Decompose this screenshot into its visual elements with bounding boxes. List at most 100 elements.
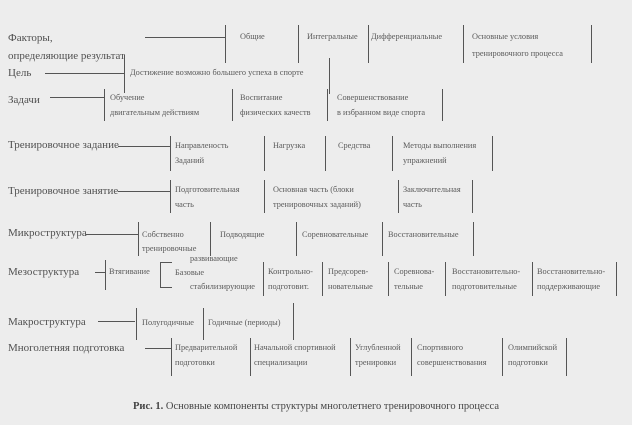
- divider: [171, 338, 172, 376]
- connector-line: [95, 272, 105, 273]
- divider: [322, 262, 323, 296]
- item: Углубленной: [355, 343, 401, 352]
- row-label: Макроструктура: [8, 316, 86, 328]
- item: часть: [403, 200, 422, 209]
- item: физических качеств: [240, 108, 311, 117]
- item: Соревновательные: [302, 230, 369, 239]
- divider: [392, 136, 393, 171]
- row-label: определяющие результат: [8, 50, 125, 62]
- item: Подводящие: [220, 230, 265, 239]
- divider: [264, 180, 265, 213]
- item: тренировочные: [142, 244, 197, 253]
- figure-caption: Рис. 1. Основные компоненты структуры мн…: [0, 401, 632, 412]
- divider: [105, 260, 106, 290]
- divider: [293, 303, 294, 340]
- divider: [350, 338, 351, 376]
- item: Спортивного: [417, 343, 464, 352]
- divider: [616, 262, 617, 296]
- divider: [263, 262, 264, 296]
- bracket: [160, 287, 172, 288]
- divider: [398, 180, 399, 213]
- item: Годичные (периоды): [208, 318, 281, 327]
- divider: [472, 180, 473, 213]
- caption-text: Основные компоненты структуры многолетне…: [165, 401, 499, 412]
- item: Средства: [338, 141, 371, 150]
- item: Общие: [240, 32, 265, 41]
- divider: [232, 89, 233, 121]
- connector-line: [118, 146, 170, 147]
- item: Восстановительные: [388, 230, 459, 239]
- item: двигательным действиям: [110, 108, 200, 117]
- item: тренировочных заданий): [273, 200, 361, 209]
- item: Заключительная: [403, 185, 461, 194]
- divider: [264, 136, 265, 171]
- row-label: Задачи: [8, 94, 40, 106]
- item: Подготовительная: [175, 185, 240, 194]
- divider: [492, 136, 493, 171]
- connector-line: [145, 348, 171, 349]
- connector-line: [50, 97, 104, 98]
- item: Заданий: [175, 156, 205, 165]
- item: Методы выполнения: [403, 141, 477, 150]
- item: Соревнова-: [394, 267, 435, 276]
- item: Предварительной: [175, 343, 238, 352]
- divider: [532, 262, 533, 296]
- item: Основные условия: [472, 32, 539, 41]
- divider: [203, 308, 204, 340]
- divider: [368, 25, 369, 63]
- divider: [591, 25, 592, 63]
- divider: [104, 89, 105, 121]
- item: тельные: [394, 282, 423, 291]
- connector-line: [98, 321, 135, 322]
- divider: [327, 89, 328, 121]
- item: тренировочного процесса: [472, 49, 563, 58]
- item: Втягивание: [109, 267, 150, 276]
- divider: [136, 308, 137, 340]
- item: развивающие: [190, 254, 238, 263]
- divider: [225, 25, 226, 63]
- row-label: Мезоструктура: [8, 266, 80, 278]
- row-label: Микроструктура: [8, 227, 87, 239]
- row-label: Тренировочное занятие: [8, 185, 119, 197]
- item: Направленость: [175, 141, 229, 150]
- item: Нагрузка: [273, 141, 306, 150]
- divider: [138, 222, 139, 256]
- connector-line: [145, 37, 225, 38]
- row-label: Цель: [8, 67, 32, 79]
- item: совершенствования: [417, 358, 487, 367]
- item: Интегральные: [307, 32, 358, 41]
- item: Олимпийской: [508, 343, 558, 352]
- item: новательные: [328, 282, 373, 291]
- item: Предсорев-: [328, 267, 369, 276]
- item: Достижение возможно большего успеха в сп…: [130, 68, 304, 77]
- divider: [329, 58, 330, 94]
- item: Восстановительно-: [537, 267, 606, 276]
- item: Базовые: [175, 268, 204, 277]
- item: тренировки: [355, 358, 397, 367]
- item: упражнений: [403, 156, 447, 165]
- divider: [325, 136, 326, 171]
- divider: [170, 136, 171, 171]
- divider: [382, 222, 383, 256]
- divider: [124, 55, 125, 93]
- item: Полугодичные: [142, 318, 194, 327]
- item: часть: [175, 200, 194, 209]
- item: Начальной спортивной: [254, 343, 336, 352]
- divider: [170, 180, 171, 213]
- item: подготовит.: [268, 282, 309, 291]
- item: подготовки: [508, 358, 548, 367]
- item: Дифференциальные: [371, 32, 443, 41]
- item: поддерживающие: [537, 282, 600, 291]
- connector-line: [86, 234, 138, 235]
- item: стабилизирующие: [190, 282, 255, 291]
- connector-line: [45, 73, 125, 74]
- bracket: [160, 262, 161, 288]
- item: Восстановительно-: [452, 267, 521, 276]
- row-label: Тренировочное задание: [8, 139, 119, 151]
- divider: [250, 338, 251, 376]
- divider: [502, 338, 503, 376]
- item: Воспитание: [240, 93, 283, 102]
- row-label: Многолетняя подготовка: [8, 342, 125, 354]
- row-label: Факторы,: [8, 32, 53, 44]
- divider: [388, 262, 389, 296]
